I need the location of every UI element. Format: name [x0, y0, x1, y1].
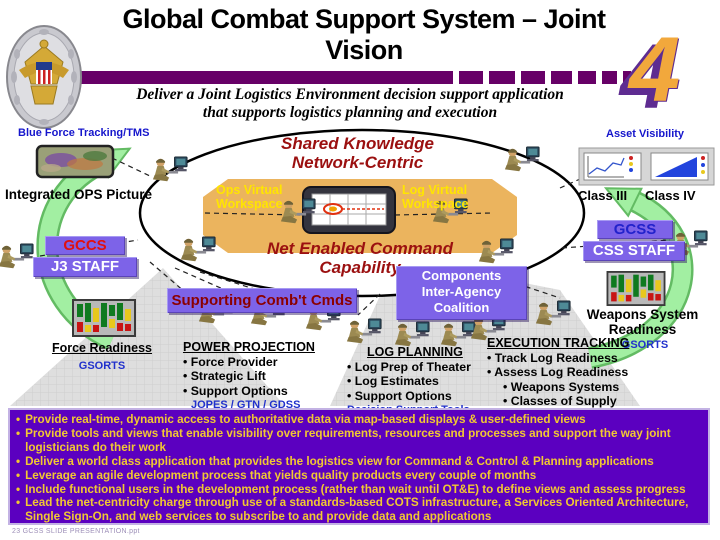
slide-title-line2: Vision [325, 35, 403, 65]
class-iv-label: Class IV [645, 188, 696, 203]
asset-visibility-charts [578, 147, 715, 186]
weapons-readiness-chart [606, 271, 666, 306]
power-bullet: Force Provider [183, 356, 348, 369]
log-ws-line1: Log Virtual [402, 183, 468, 197]
log-bullet: Log Estimates [347, 375, 482, 388]
log-ws-line2: Workspace [402, 196, 469, 211]
weapons-line1: Weapons System [586, 307, 699, 322]
exec-bullet: Assess Log Readiness [487, 366, 642, 379]
joint-chiefs-seal [6, 25, 82, 129]
net-enabled-label: Net Enabled Command Capability [235, 239, 485, 277]
shared-line1: Shared Knowledge [280, 134, 435, 153]
power-projection-section: POWER PROJECTION Force Provider Strategi… [183, 341, 348, 411]
supporting-cmds-box: Supporting Comb't Cmds [167, 288, 357, 313]
css-staff-box: CSS STAFF [583, 241, 685, 261]
capability-bullet: Include functional users in the developm… [16, 483, 702, 497]
log-planning-section: LOG PLANNING Log Prep of Theater Log Est… [347, 346, 482, 416]
bft-label: Blue Force Tracking/TMS [18, 127, 150, 139]
log-bullet: Support Options [347, 389, 482, 402]
right-green-arrow [587, 187, 694, 369]
subtitle-line1: Deliver a Joint Logistics Environment de… [136, 86, 564, 103]
net-line1: Net Enabled Command [266, 239, 454, 258]
css-staff-label: CSS STAFF [592, 242, 676, 259]
j3-staff-label: J3 STAFF [50, 258, 120, 275]
gccs-box: GCCS [45, 236, 125, 255]
cop-screen [302, 186, 396, 234]
shared-line2: Network-Centric [291, 152, 424, 172]
bft-map-thumbnail [35, 144, 115, 179]
gccs-label: GCCS [63, 237, 107, 254]
power-bullet: Strategic Lift [183, 370, 348, 383]
gcss-label: GCSS [613, 221, 657, 238]
gsorts-right-label: GSORTS [621, 339, 669, 351]
ops-ws-line2: Workspace [216, 196, 283, 211]
asset-visibility-label: Asset Visibility [606, 128, 685, 140]
slide-title-line1: Global Combat Support System – Joint [122, 4, 606, 34]
ops-virtual-workspace-label: Ops Virtual Workspace [216, 183, 298, 211]
capability-bullet: Lead the net-centricity charge through u… [16, 496, 702, 524]
slide-footer-filename: 23 GCSS SLIDE PRESENTATION.ppt [12, 528, 140, 535]
weapons-readiness-label: Weapons System Readiness [580, 307, 705, 337]
ops-ws-line1: Ops Virtual [216, 183, 283, 197]
execution-tracking-heading: EXECUTION TRACKING [487, 336, 630, 350]
power-systems-label: JOPES / GTN / GDSS [191, 398, 301, 411]
components-line3: Coalition [433, 300, 490, 315]
gsorts-left-label: GSORTS [78, 360, 126, 372]
log-planning-heading: LOG PLANNING [367, 345, 463, 359]
subtitle-line2: that supports logistics planning and exe… [202, 104, 498, 121]
shared-knowledge-label: Shared Knowledge Network-Centric [250, 134, 465, 172]
exec-sub-bullet: Classes of Supply [503, 395, 642, 408]
components-line1: Components [421, 268, 502, 283]
big-numeral-4: 4 4 [620, 24, 720, 124]
net-line2: Capability [319, 257, 401, 277]
exec-sub-bullet: Weapons Systems [503, 380, 642, 393]
integrated-ops-label: Integrated OPS Picture [5, 187, 153, 202]
supporting-cmds-label: Supporting Comb't Cmds [171, 292, 353, 309]
numeral-face: 4 [629, 19, 681, 121]
capabilities-panel: Provide real-time, dynamic access to aut… [8, 408, 710, 525]
exec-bullet: Track Log Readiness [487, 352, 642, 365]
slide-title: Global Combat Support System – Joint Vis… [44, 4, 684, 66]
capability-bullet: Provide tools and views that enable visi… [16, 427, 702, 455]
components-box: Components Inter-Agency Coalition [396, 266, 527, 320]
j3-staff-box: J3 STAFF [33, 257, 137, 277]
capability-bullet: Deliver a world class application that p… [16, 455, 702, 469]
force-readiness-chart [72, 299, 136, 337]
class-iii-label: Class III [578, 188, 628, 203]
force-readiness-label: Force Readiness [51, 341, 153, 355]
numeral-shadow: 4 [620, 26, 672, 128]
gcss-box: GCSS [597, 220, 673, 239]
log-virtual-workspace-label: Log Virtual Workspace [402, 183, 484, 211]
slide-subtitle: Deliver a Joint Logistics Environment de… [40, 86, 660, 122]
capability-bullet: Provide real-time, dynamic access to aut… [16, 413, 702, 427]
title-accent-bar [75, 71, 631, 84]
weapons-line2: Readiness [608, 321, 677, 337]
log-bullet: Log Prep of Theater [347, 361, 482, 374]
power-projection-heading: POWER PROJECTION [183, 340, 315, 354]
power-bullet: Support Options [183, 384, 348, 397]
components-line2: Inter-Agency [421, 284, 502, 299]
capability-bullet: Leverage an agile development process th… [16, 469, 702, 483]
